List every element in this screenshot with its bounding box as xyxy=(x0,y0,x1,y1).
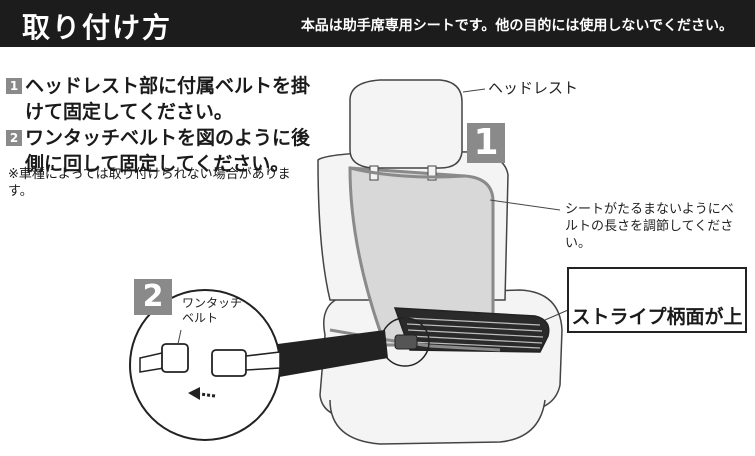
headrest-post-right xyxy=(427,165,437,181)
stripe-notice-box: ストライプ柄面が上 xyxy=(567,267,747,333)
step-badge-2: 2 xyxy=(134,279,172,315)
usage-note: 本品は助手席専用シートです。他の目的には使用しないでください。 xyxy=(300,18,733,34)
step-badge-1: 1 xyxy=(467,123,505,163)
step-1-text: ヘッドレスト部に付属ベルトを掛けて固定してください。 xyxy=(25,75,311,123)
headrest-belt xyxy=(349,166,466,179)
headrest-leader xyxy=(462,88,486,93)
seat-base xyxy=(329,399,546,445)
mat-stripes xyxy=(404,317,544,349)
step-1: 1 ヘッドレスト部に付属ベルトを掛けて固定してください。 xyxy=(6,73,315,125)
step-2-text: ワンタッチベルトを図のように後側に回して固定してください。 xyxy=(25,127,311,175)
belt-hint-leader xyxy=(489,199,561,211)
vehicle-note: ※車種によっては取り付けられない場合があります。 xyxy=(8,167,291,199)
step-number-2: 2 xyxy=(6,130,22,146)
seat-buckle xyxy=(394,334,418,350)
headrest-label: ヘッドレスト xyxy=(488,79,579,97)
instruction-steps: 1 ヘッドレスト部に付属ベルトを掛けて固定してください。 2 ワンタッチベルトを… xyxy=(6,73,315,177)
buckle-male xyxy=(161,343,189,373)
step-2: 2 ワンタッチベルトを図のように後側に回して固定してください。 xyxy=(6,125,315,177)
step-number-1: 1 xyxy=(6,78,22,94)
zoom-wedge xyxy=(262,330,388,380)
header-bar: 取り付け方 本品は助手席専用シートです。他の目的には使用しないでください。 xyxy=(0,0,755,47)
one-touch-belt-label: ワンタッチベルト xyxy=(182,296,243,325)
buckle-female xyxy=(211,349,247,377)
headrest xyxy=(349,79,463,169)
direction-arrow-icon xyxy=(188,387,216,400)
stripe-notice-text: ストライプ柄面が上 xyxy=(571,306,743,328)
page-title: 取り付け方 xyxy=(22,11,173,44)
belt-adjust-hint: シートがたるまないようにベルトの長さを調節してください。 xyxy=(565,202,734,251)
